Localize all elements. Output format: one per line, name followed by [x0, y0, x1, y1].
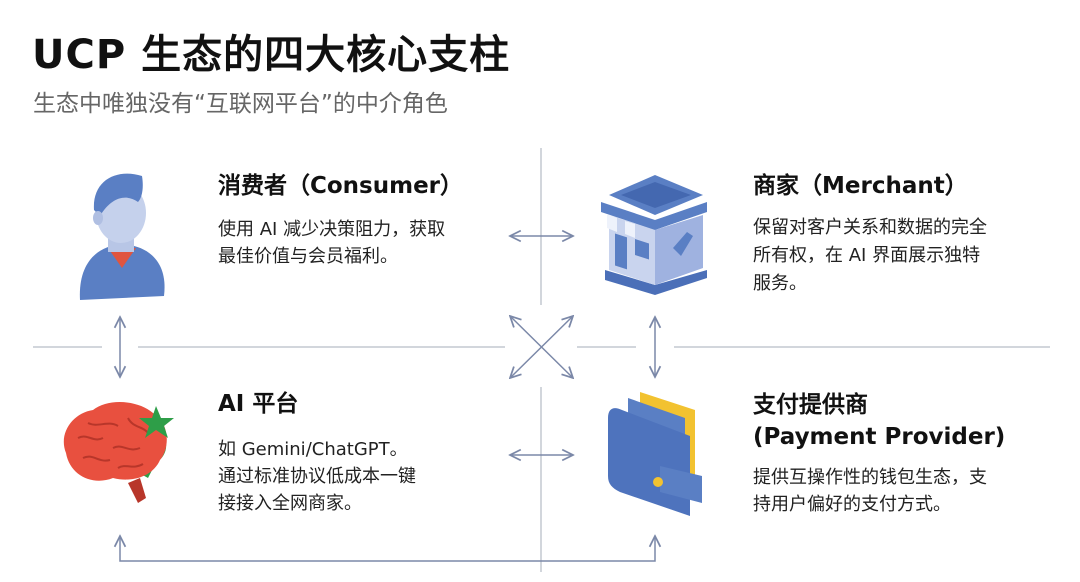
merchant-title: 商家（Merchant）	[753, 173, 968, 199]
consumer-desc-line: 使用 AI 减少决策阻力，获取	[218, 219, 446, 240]
payment-desc-line: 提供互操作性的钱包生态，支	[753, 467, 987, 488]
page-title: UCP 生态的四大核心支柱	[32, 32, 511, 78]
ai-platform-desc-line: 通过标准协议低成本一键	[218, 466, 416, 487]
page-subtitle: 生态中唯独没有“互联网平台”的中介角色	[33, 91, 448, 117]
ai-platform-title: AI 平台	[218, 391, 299, 417]
wallet-icon	[608, 392, 702, 516]
payment-desc-line: 持用户偏好的支付方式。	[753, 494, 951, 515]
person-icon	[79, 173, 165, 300]
merchant-desc-line: 保留对客户关系和数据的完全	[753, 217, 987, 238]
ai-platform-desc-line: 如 Gemini/ChatGPT。	[218, 439, 408, 460]
payment-title-line: 支付提供商	[753, 392, 868, 418]
ai-platform-desc-line: 接接入全网商家。	[218, 493, 362, 514]
merchant-desc-line: 所有权，在 AI 界面展示独特	[753, 245, 981, 266]
payment-title-line: (Payment Provider)	[753, 424, 1006, 450]
arrow-ai-payment-bottom	[120, 536, 655, 562]
consumer-title: 消费者（Consumer）	[218, 173, 464, 199]
consumer-desc-line: 最佳价值与会员福利。	[218, 246, 398, 267]
brain-icon	[63, 402, 174, 503]
storefront-icon	[601, 175, 707, 295]
arrow-cross-2	[510, 316, 573, 378]
merchant-desc-line: 服务。	[753, 273, 807, 294]
